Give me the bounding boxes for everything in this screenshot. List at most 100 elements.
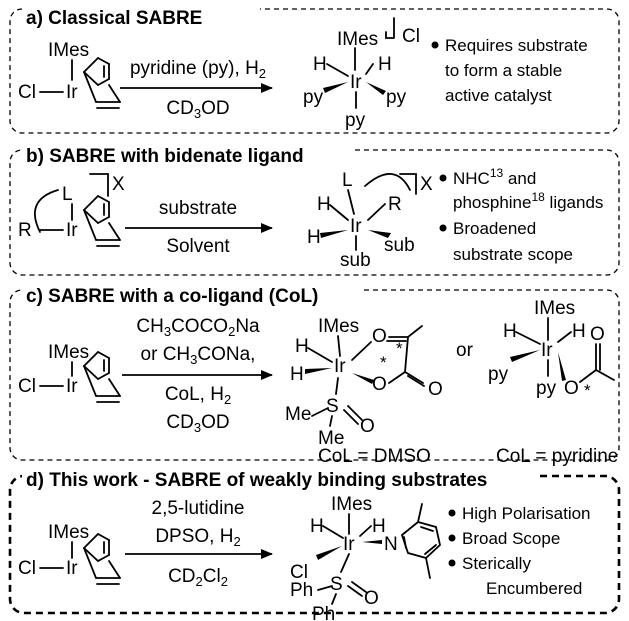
svg-text:Cl: Cl [18,558,36,579]
svg-text:CoL = DMSO: CoL = DMSO [318,446,431,467]
section-d-notes: High Polarisation Broad Scope Sterically… [448,504,591,598]
svg-text:py: py [386,87,407,108]
svg-text:O: O [590,324,605,345]
svg-text:sub: sub [384,235,415,256]
svg-text:Ir: Ir [66,376,78,397]
svg-text:Ph: Ph [312,604,335,621]
section-d-title: d) This work - SABRE of weakly binding s… [26,470,487,491]
svg-text:*: * [396,339,403,358]
svg-text:IMes: IMes [48,342,89,363]
svg-text:L: L [342,170,353,191]
svg-text:Solvent: Solvent [166,236,230,257]
svg-text:Broad Scope: Broad Scope [462,529,560,548]
section-b-title: b) SABRE with bidenate ligand [26,146,304,167]
svg-text:2,5-lutidine: 2,5-lutidine [152,498,245,519]
svg-text:IMes: IMes [331,494,372,515]
svg-text:Ir: Ir [66,220,78,241]
section-c-product-1: IMes H H Ir O * * O O S O Me [285,316,443,467]
svg-text:H: H [572,321,586,342]
svg-text:O: O [428,379,443,400]
svg-text:O: O [360,416,375,437]
section-a-conditions-above: pyridine (py), H2 [130,58,266,81]
section-a-title: a) Classical SABRE [26,8,202,29]
svg-text:substrate: substrate [159,198,237,219]
section-b: b) SABRE with bidenate ligand L R Ir X s… [9,143,620,276]
section-c-conditions-4: CD3OD [166,412,229,435]
svg-text:py: py [536,378,557,399]
section-d-arrow: 2,5-lutidine DPSO, H2 CD2Cl2 [125,498,273,589]
svg-text:Cl: Cl [18,82,36,103]
section-c-title: c) SABRE with a co-ligand (CoL) [26,286,318,307]
section-b-reactant: L R Ir X [18,173,125,247]
svg-text:X: X [420,174,433,195]
section-c-or-connector: or [456,340,474,361]
svg-text:Me: Me [285,404,311,425]
svg-text:H: H [295,336,309,357]
section-c-arrow: CH3COCO2Na or CH3CONa, CoL, H2 CD3OD [122,316,273,435]
section-a-reactant: IMes Cl Ir [18,40,121,109]
svg-text:Ir: Ir [66,558,78,579]
section-c-conditions-1: CH3COCO2Na [136,316,260,339]
svg-text:Cl: Cl [18,376,36,397]
svg-text:L: L [62,184,73,205]
section-b-arrow: substrate Solvent [125,198,273,257]
svg-text:Ir: Ir [334,356,346,377]
section-a-arrow: pyridine (py), H2 CD3OD [120,58,273,121]
svg-text:*: * [380,353,387,372]
svg-text:to form a stable: to form a stable [445,61,562,80]
section-c-conditions-3: CoL, H2 [165,384,231,407]
section-a-notes: Requires substrate to form a stable acti… [431,36,588,105]
section-b-product: L X R H Ir H sub sub [307,170,433,271]
svg-text:IMes: IMes [48,522,89,543]
svg-text:CoL = pyridine: CoL = pyridine [496,446,618,467]
svg-text:Requires substrate: Requires substrate [445,36,588,55]
svg-text:Cl: Cl [290,562,308,583]
svg-text:sub: sub [340,250,371,271]
svg-text:H: H [503,321,517,342]
svg-text:Broadened: Broadened [453,219,536,238]
svg-text:IMes: IMes [48,40,89,61]
svg-text:Ir: Ir [350,72,362,93]
section-d-product: IMes H H Ir Cl N S O Ph Ph [290,494,441,621]
svg-text:O: O [372,326,387,347]
section-c-conditions-2: or CH3CONa, [141,344,256,367]
svg-text:*: * [584,381,591,400]
svg-text:H: H [378,54,392,75]
svg-text:py: py [303,87,324,108]
section-a-conditions-below: CD3OD [166,98,229,121]
section-d-conditions-below: CD2Cl2 [168,566,228,589]
svg-text:X: X [112,174,125,195]
svg-text:H: H [372,516,386,537]
svg-text:Ir: Ir [541,340,553,361]
section-b-note-phosphine: phosphine18 ligands [453,190,603,212]
svg-text:py: py [488,364,509,385]
svg-text:substrate scope: substrate scope [453,245,573,264]
section-d-reactant: IMes Cl Ir [18,522,121,585]
svg-text:Ir: Ir [66,82,78,103]
svg-text:R: R [18,220,32,241]
svg-text:py: py [345,110,366,131]
svg-text:Ir: Ir [343,534,355,555]
svg-text:O: O [564,378,579,399]
svg-text:Ir: Ir [350,216,362,237]
svg-text:H: H [313,54,327,75]
svg-text:High Polarisation: High Polarisation [462,504,591,523]
section-c-product-2: IMes H H Ir py py O O * CoL = pyridine [488,298,618,467]
section-c: c) SABRE with a co-ligand (CoL) IMes Cl … [9,283,620,467]
section-d: d) This work - SABRE of weakly binding s… [8,466,621,621]
svg-text:Sterically: Sterically [462,554,531,573]
svg-text:O: O [364,588,379,609]
svg-text:IMes: IMes [534,298,575,319]
svg-text:H: H [317,194,331,215]
svg-text:Me: Me [318,428,344,449]
svg-text:H: H [307,227,321,248]
svg-text:IMes: IMes [318,316,359,337]
section-a-product: IMes Cl H H Ir py py py [303,17,420,131]
section-b-note-nhc: NHC13 and [453,166,536,188]
svg-text:Encumbered: Encumbered [486,579,582,598]
section-c-reactant: IMes Cl Ir [18,342,121,403]
svg-text:Cl: Cl [402,26,420,47]
section-d-conditions-2: DPSO, H2 [155,526,240,549]
section-a: a) Classical SABRE IMes Cl Ir pyridine (… [9,5,620,134]
